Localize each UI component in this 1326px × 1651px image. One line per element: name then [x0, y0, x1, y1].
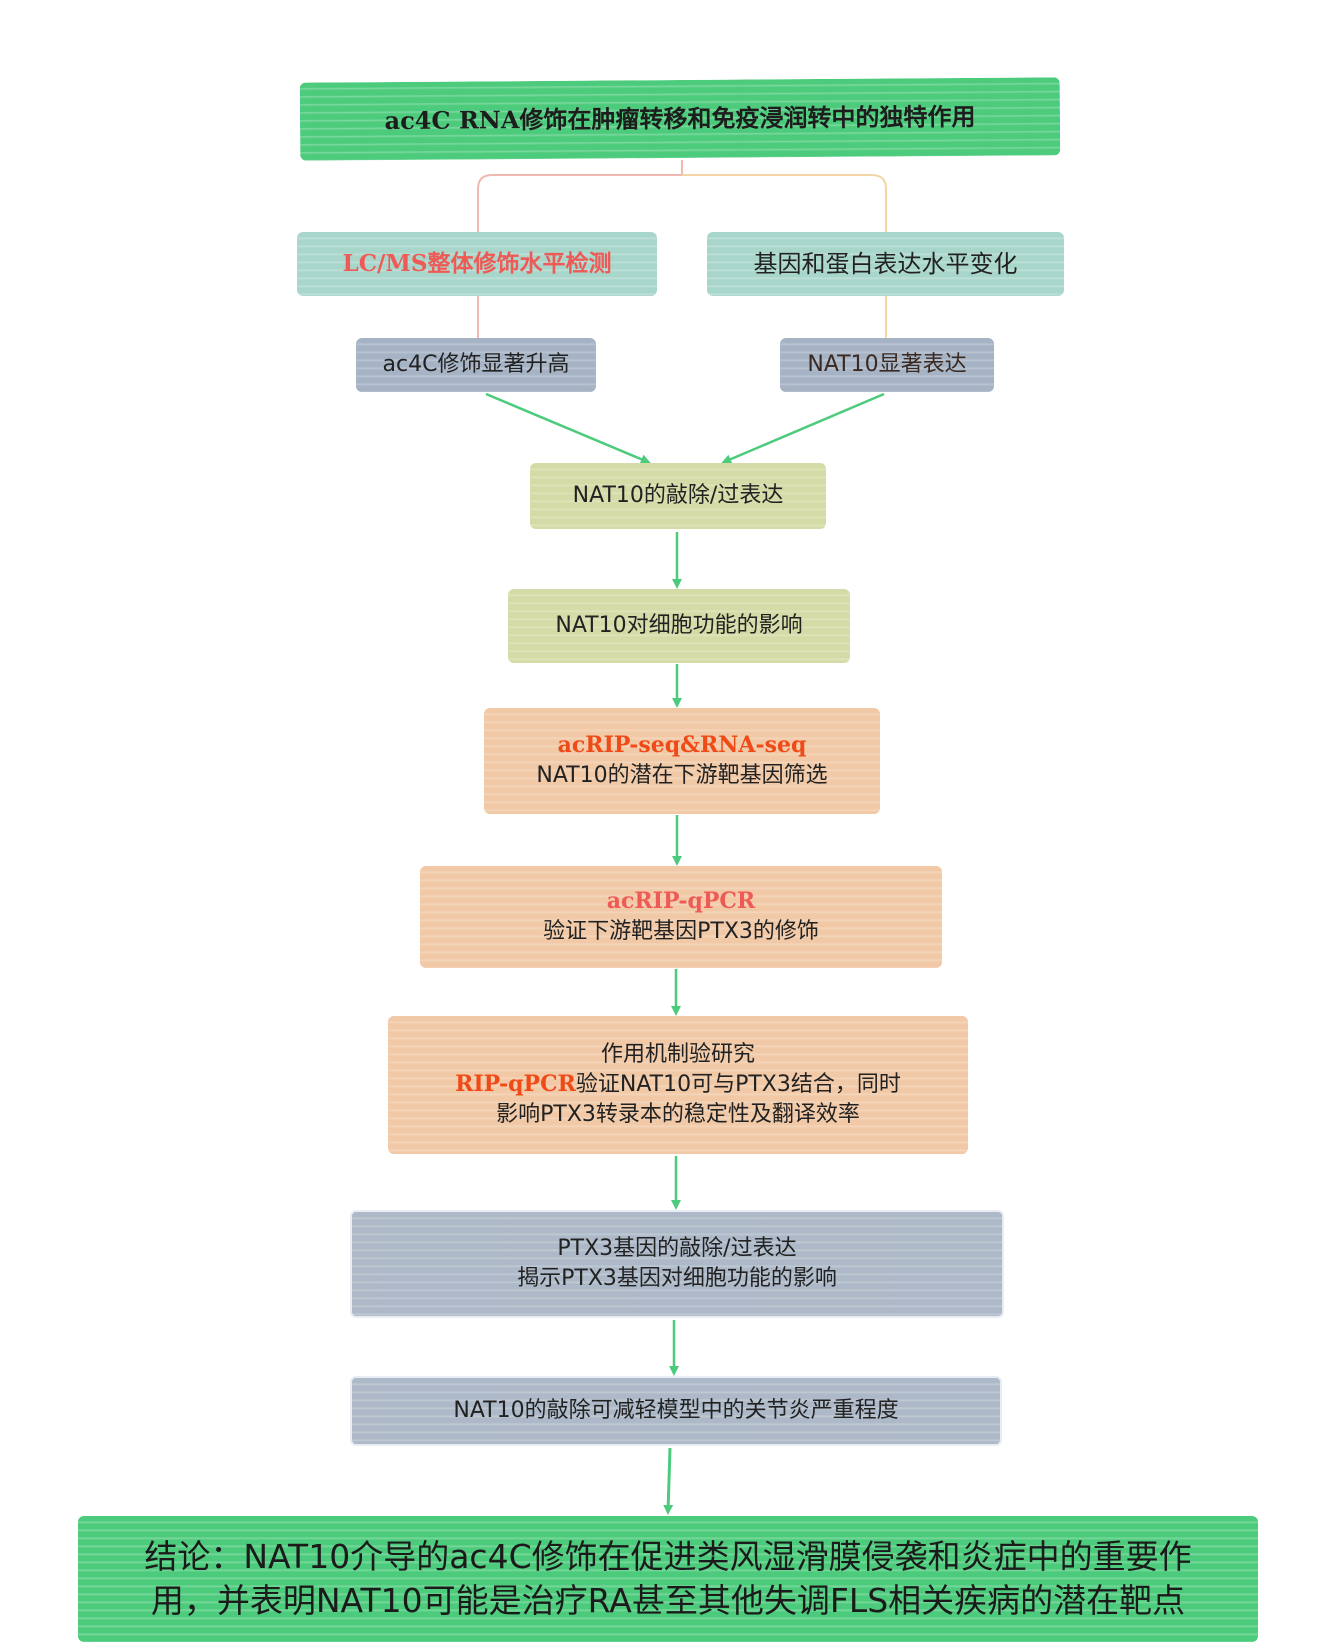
nat10-expression-box: NAT10显著表达 [780, 338, 994, 392]
ptx3-line1: PTX3基因的敲除/过表达 [557, 1236, 797, 1262]
acrip-qpcr-box: acRIP-qPCR 验证下游靶基因PTX3的修饰 [420, 866, 942, 968]
acrip-seq-box: acRIP-seq&RNA-seq NAT10的潜在下游靶基因筛选 [484, 708, 880, 814]
conclusion-line1: 结论：NAT10介导的ac4C修饰在促进类风湿滑膜侵袭和炎症中的重要作 [144, 1537, 1192, 1577]
gene-protein-text: 基因和蛋白表达水平变化 [753, 249, 1018, 278]
ac4c-elevated-text: ac4C修饰显著升高 [382, 352, 570, 378]
mechanism-box: 作用机制验研究 RIP-qPCR验证NAT10可与PTX3结合，同时 影响PTX… [388, 1016, 968, 1154]
arrow-model-conclusion [663, 1447, 674, 1515]
gene-protein-box: 基因和蛋白表达水平变化 [707, 232, 1064, 296]
title-banner: ac4C RNA修饰在肿瘤转移和免疫浸润转中的独特作用 [299, 77, 1061, 161]
nat10-knockdown-box: NAT10的敲除/过表达 [530, 463, 826, 529]
nat10-expression-text: NAT10显著表达 [807, 352, 967, 378]
nat10-knockdown-text: NAT10的敲除/过表达 [572, 483, 784, 509]
mechanism-line2-rest: 验证NAT10可与PTX3结合，同时 [575, 1072, 901, 1098]
arrow-ac4c-knock [485, 392, 651, 464]
acrip-method-text: acRIP-seq&RNA-seq [557, 732, 807, 759]
model-box: NAT10的敲除可减轻模型中的关节炎严重程度 [350, 1376, 1002, 1446]
lcms-text: LC/MS整体修饰水平检测 [342, 250, 612, 278]
qpcr-desc-text: 验证下游靶基因PTX3的修饰 [543, 919, 819, 944]
ac4c-elevated-box: ac4C修饰显著升高 [356, 338, 596, 392]
title-text: ac4C RNA修饰在肿瘤转移和免疫浸润转中的独特作用 [384, 101, 976, 135]
bracket-left [477, 160, 683, 232]
cell-function-text: NAT10对细胞功能的影响 [555, 613, 803, 639]
qpcr-method-text: acRIP-qPCR [606, 888, 756, 915]
conclusion-line2: 用，并表明NAT10可能是治疗RA甚至其他失调FLS相关疾病的潜在靶点 [150, 1581, 1186, 1620]
mechanism-line1: 作用机制验研究 [600, 1042, 755, 1068]
ptx3-line2: 揭示PTX3基因对细胞功能的影响 [517, 1266, 837, 1291]
arrow-nat10-knock [721, 392, 885, 464]
lcms-detection-box: LC/MS整体修饰水平检测 [297, 232, 657, 296]
cell-function-box: NAT10对细胞功能的影响 [508, 589, 850, 663]
acrip-desc-text: NAT10的潜在下游靶基因筛选 [536, 763, 828, 788]
mechanism-line3: 影响PTX3转录本的稳定性及翻译效率 [496, 1101, 860, 1127]
conclusion-box: 结论：NAT10介导的ac4C修饰在促进类风湿滑膜侵袭和炎症中的重要作 用，并表… [78, 1516, 1258, 1642]
model-text: NAT10的敲除可减轻模型中的关节炎严重程度 [453, 1398, 899, 1424]
mechanism-line2: RIP-qPCR验证NAT10可与PTX3结合，同时 [455, 1070, 901, 1100]
bracket-right [682, 174, 887, 232]
mechanism-method-text: RIP-qPCR [455, 1071, 576, 1098]
ptx3-box: PTX3基因的敲除/过表达 揭示PTX3基因对细胞功能的影响 [350, 1210, 1004, 1318]
